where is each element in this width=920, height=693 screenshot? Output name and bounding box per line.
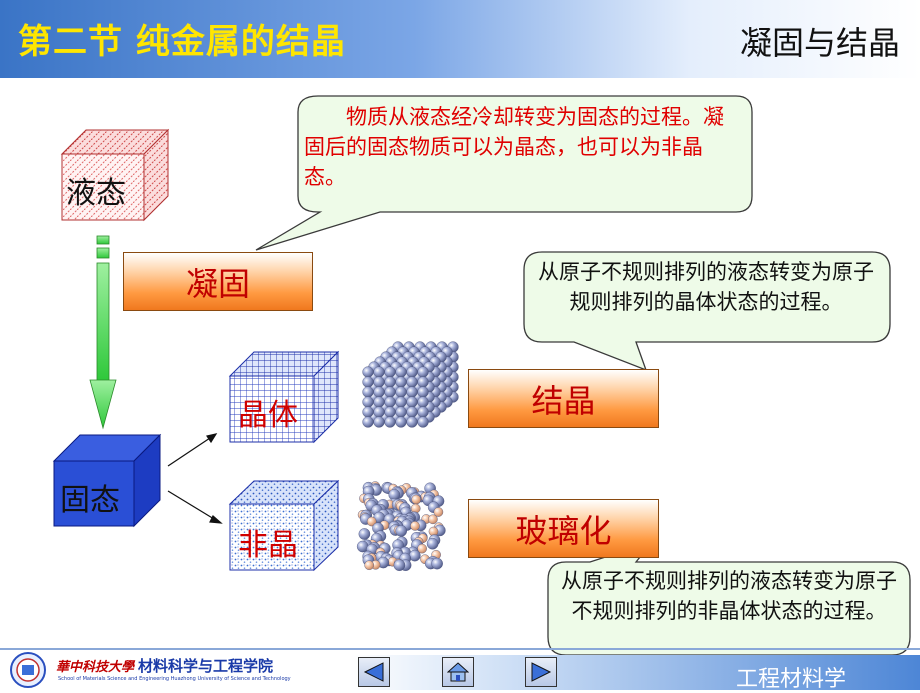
callout-vitrification-text: 从原子不规则排列的液态转变为原子不规则排列的非晶体状态的过程。 xyxy=(561,569,897,623)
crystal-atom xyxy=(395,396,407,408)
crystal-atom xyxy=(373,416,385,428)
university-seal-logo xyxy=(10,652,46,688)
crystal-atom xyxy=(406,376,418,388)
crystal-atom xyxy=(373,396,385,408)
crystal-atom xyxy=(384,406,396,418)
crystal-atom xyxy=(362,366,374,378)
solidification-label: 凝固 xyxy=(185,264,250,303)
university-name: 華中科技大學 xyxy=(56,660,135,675)
amorphous-atom xyxy=(393,559,406,572)
crystal-atom xyxy=(395,386,407,398)
prev-slide-button[interactable] xyxy=(358,657,390,687)
crystal-atom xyxy=(395,376,407,388)
crystal-atom xyxy=(406,386,418,398)
crystal-atom xyxy=(362,376,374,388)
course-name: 工程材料学 xyxy=(736,667,847,692)
crystal-atom xyxy=(384,386,396,398)
header-bar xyxy=(0,0,920,78)
crystal-atom xyxy=(384,416,396,428)
crystal-atom xyxy=(417,396,429,408)
crystal-atom xyxy=(406,396,418,408)
crystal-atom xyxy=(373,406,385,418)
page-subtitle: 凝固与结晶 xyxy=(739,24,900,62)
crystal-atom xyxy=(417,366,429,378)
crystal-atom xyxy=(362,406,374,418)
crystal-atom xyxy=(417,376,429,388)
crystal-atom xyxy=(395,406,407,418)
crystal-atom-model xyxy=(362,341,459,428)
crystal-cube xyxy=(228,350,340,444)
crystallization-label: 结晶 xyxy=(531,381,596,420)
home-icon xyxy=(447,662,469,682)
school-name: 材料科学与工程学院 xyxy=(138,657,274,675)
crystal-atom xyxy=(417,386,429,398)
crystal-atom xyxy=(384,366,396,378)
page-title: 第二节 纯金属的结晶 xyxy=(18,22,346,62)
triangle-left-icon xyxy=(363,662,384,682)
home-button[interactable] xyxy=(442,657,474,687)
crystal-atom xyxy=(362,416,374,428)
next-slide-button[interactable] xyxy=(525,657,557,687)
crystallization-box: 结晶 xyxy=(468,369,659,428)
amorphous-atom xyxy=(433,507,444,517)
amorphous-atom xyxy=(431,557,443,570)
crystal-atom xyxy=(373,376,385,388)
callout-solidification-text: 物质从液态经冷却转变为固态的过程。凝固后的固态物质可以为晶态，也可以为非晶态。 xyxy=(304,105,724,189)
amorphous-atom xyxy=(417,543,427,554)
triangle-right-icon xyxy=(531,662,552,682)
crystal-atom xyxy=(384,376,396,388)
amorphous-atom xyxy=(410,521,420,531)
school-name-en: School of Materials Science and Engineer… xyxy=(58,676,291,682)
solid-cube xyxy=(52,433,162,528)
amorphous-label: 非晶 xyxy=(238,528,298,563)
amorphous-atom xyxy=(358,528,371,540)
amorphous-atom xyxy=(428,514,438,525)
crystal-atom xyxy=(417,406,429,418)
amorphous-atom xyxy=(366,516,377,527)
crystal-label: 晶体 xyxy=(238,398,298,433)
amorphous-atom xyxy=(426,537,439,550)
liquid-cube xyxy=(60,128,170,222)
amorphous-atom xyxy=(395,525,408,537)
amorphous-cube xyxy=(228,479,340,572)
liquid-to-solid-arrow xyxy=(89,235,117,430)
solid-label: 固态 xyxy=(60,483,120,518)
vitrification-box: 玻璃化 xyxy=(468,499,659,558)
crystal-atom xyxy=(362,396,374,408)
crystal-atom xyxy=(406,406,418,418)
crystal-atom xyxy=(395,416,407,428)
crystal-atom xyxy=(395,366,407,378)
footer-divider xyxy=(0,648,920,650)
crystal-atom xyxy=(373,386,385,398)
amorphous-atom-model xyxy=(356,481,446,572)
liquid-label: 液态 xyxy=(66,176,126,211)
callout-solidification-shape xyxy=(255,95,753,251)
amorphous-atom xyxy=(364,560,375,571)
crystal-atom xyxy=(406,416,418,428)
crystal-atom xyxy=(417,416,429,428)
vitrification-label: 玻璃化 xyxy=(515,511,612,550)
crystal-atom xyxy=(406,366,418,378)
callout-vitrification-shape xyxy=(547,540,911,656)
amorphous-atom xyxy=(411,494,422,505)
crystal-atom xyxy=(373,366,385,378)
callout-crystallization-text: 从原子不规则排列的液态转变为原子规则排列的晶体状态的过程。 xyxy=(538,260,874,314)
callout-crystallization-shape xyxy=(523,251,891,372)
crystal-atom xyxy=(362,386,374,398)
branch-arrows xyxy=(167,433,223,524)
solidification-box: 凝固 xyxy=(123,252,313,311)
crystal-atom xyxy=(384,396,396,408)
